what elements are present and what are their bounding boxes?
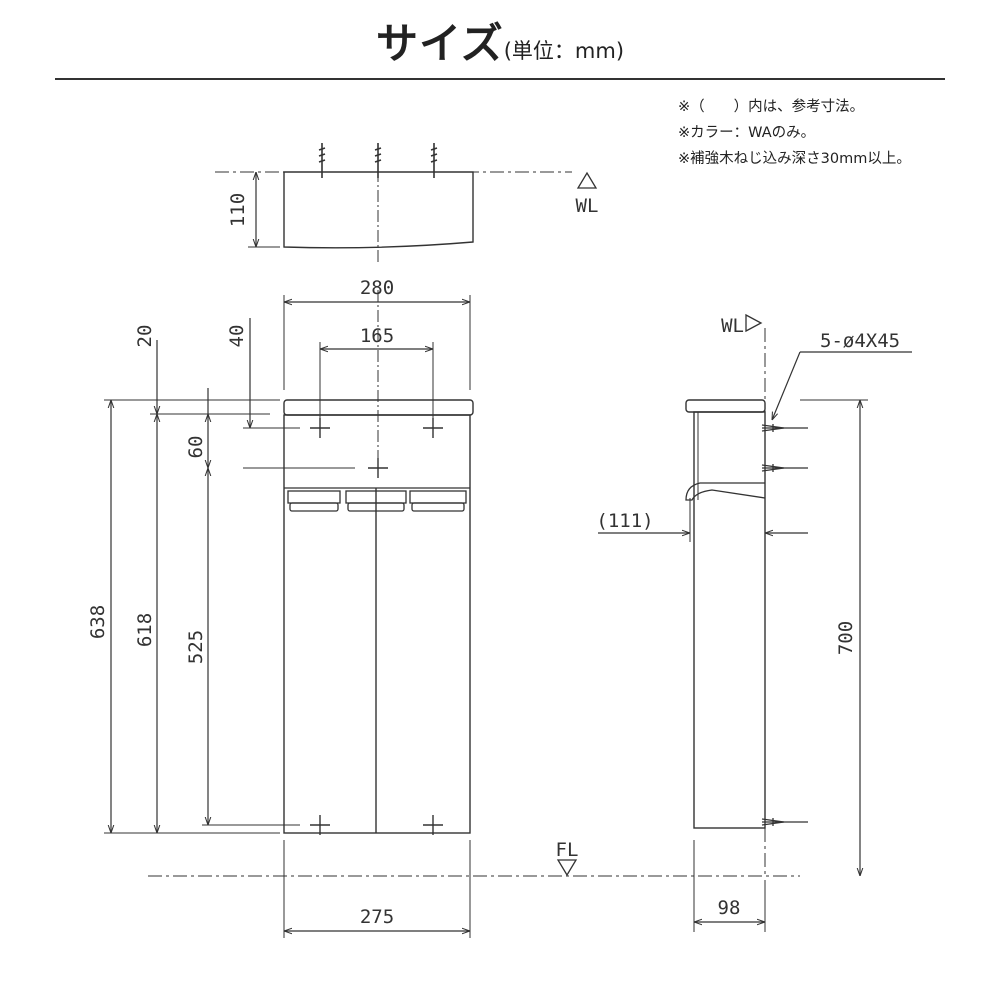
wl-label-side: WL — [721, 315, 744, 337]
page-title: サイズ(単位：mm) — [0, 10, 1000, 71]
dim-275: 275 — [360, 906, 394, 928]
wl-label-top: WL — [576, 195, 599, 217]
front-view-handles — [287, 490, 467, 512]
side-view-screws — [761, 424, 808, 826]
dim-280: 280 — [360, 277, 394, 299]
dim-20: 20 — [134, 325, 156, 348]
side-view-body — [693, 411, 766, 829]
dim-40: 40 — [226, 325, 248, 348]
dim-700: 700 — [835, 621, 857, 655]
page-header: サイズ(単位：mm) — [0, 0, 1000, 90]
dim-98: 98 — [718, 897, 741, 919]
note-screw-depth: ※補強木ねじ込み深さ30mm以上。 — [678, 151, 911, 167]
dim-525: 525 — [185, 630, 207, 664]
note-color: ※カラー：WAのみ。 — [678, 125, 816, 141]
dim-111: (111) — [596, 510, 653, 532]
title-main: サイズ — [375, 19, 504, 68]
front-view-screw-marks — [310, 418, 443, 835]
wl-symbol-side — [745, 313, 763, 333]
header-rule — [55, 78, 945, 80]
title-unit: (単位：mm) — [503, 39, 625, 63]
notes: ※（ ）内は、参考寸法。 ※カラー：WAのみ。 ※補強木ねじ込み深さ30mm以上… — [678, 94, 988, 172]
dim-110: 110 — [227, 193, 249, 227]
fl-symbol — [556, 859, 578, 877]
dim-618: 618 — [134, 613, 156, 647]
top-view-body — [283, 171, 474, 249]
dim-165: 165 — [360, 325, 394, 347]
top-view — [215, 143, 598, 262]
side-view-handle — [685, 482, 766, 501]
wl-symbol-top — [576, 171, 598, 189]
screw-leader — [772, 351, 801, 420]
top-view-screws — [318, 143, 438, 178]
front-view — [104, 290, 800, 938]
fl-label: FL — [556, 839, 579, 861]
side-view — [598, 313, 912, 932]
side-view-top-slab — [685, 399, 766, 413]
note-reference: ※（ ）内は、参考寸法。 — [678, 99, 865, 115]
screw-spec: 5-ø4X45 — [820, 330, 900, 352]
dim-638: 638 — [87, 605, 109, 639]
front-view-body — [283, 414, 471, 834]
dim-60: 60 — [185, 436, 207, 459]
